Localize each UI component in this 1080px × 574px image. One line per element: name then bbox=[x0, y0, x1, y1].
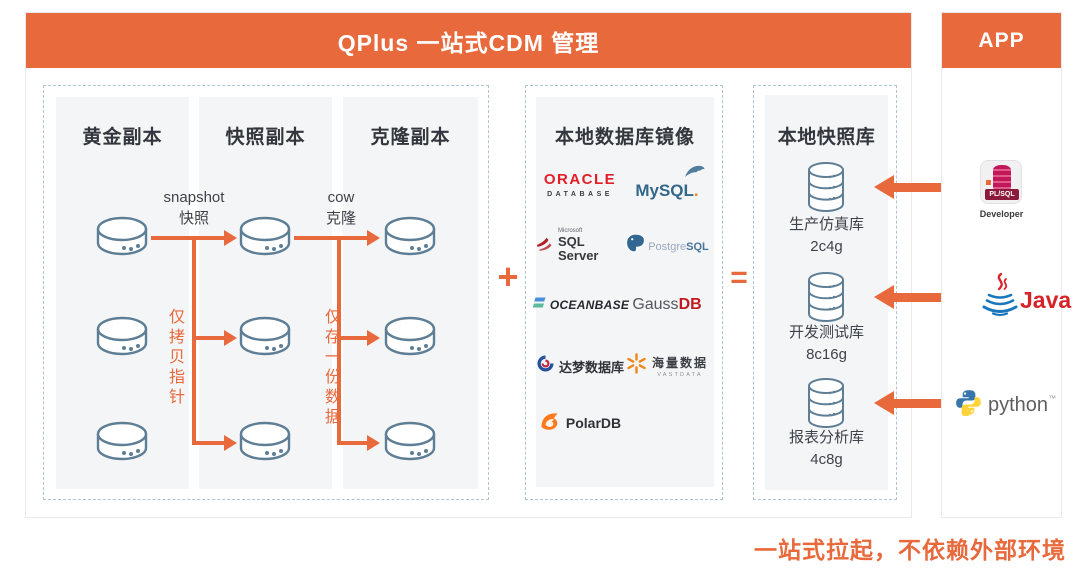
bottom-caption: 一站式拉起，不依赖外部环境 bbox=[754, 537, 1066, 563]
snapshot-lib-box bbox=[753, 85, 897, 500]
app-panel: APP bbox=[941, 12, 1062, 518]
mirror-box bbox=[525, 85, 723, 500]
postgresql-elephant-icon bbox=[625, 233, 646, 259]
lib-spec: 8c16g bbox=[806, 346, 847, 363]
mysql-logo: MySQL. bbox=[622, 160, 712, 204]
python-icon bbox=[955, 389, 982, 421]
database-icon bbox=[236, 214, 294, 267]
mysql-dolphin-icon bbox=[684, 164, 706, 184]
branch-line-clone bbox=[337, 236, 341, 445]
lib-name: 生产仿真库 bbox=[788, 216, 864, 233]
golden-copy-title: 黄金副本 bbox=[82, 127, 163, 148]
lib-name: 开发测试库 bbox=[788, 324, 864, 341]
plsql-developer-label: Developer bbox=[979, 209, 1024, 219]
database-icon bbox=[93, 314, 151, 367]
database-icon bbox=[93, 214, 151, 267]
mirror-title: 本地数据库镜像 bbox=[554, 127, 695, 148]
arrow-branch-clone-2 bbox=[337, 336, 367, 340]
python-label: python™ bbox=[988, 393, 1057, 416]
snapshot-lib-title: 本地快照库 bbox=[777, 127, 876, 148]
arrow-head bbox=[367, 230, 380, 246]
oceanbase-icon bbox=[531, 296, 547, 315]
arrow-head bbox=[224, 330, 237, 346]
vastdata-star-icon bbox=[626, 353, 647, 379]
dameng-swirl-icon bbox=[536, 354, 555, 378]
dameng-logo: 达梦数据库 bbox=[535, 349, 625, 383]
polardb-icon bbox=[539, 410, 561, 437]
note-copy-pointer: 仅拷贝指针 bbox=[166, 308, 183, 408]
plus-operator: + bbox=[497, 256, 519, 297]
arrow-python-to-lib bbox=[893, 399, 955, 408]
plsql-band-label: PL/SQL bbox=[985, 189, 1019, 200]
arrow-head bbox=[224, 435, 237, 451]
arrow-plsql-to-lib bbox=[893, 183, 955, 192]
snapshot-lib-item-3: 报表分析库 4c8g bbox=[765, 427, 888, 471]
sqlserver-icon bbox=[535, 234, 554, 258]
oceanbase-logo: OCEANBASE bbox=[532, 289, 629, 321]
main-header: QPlus 一站式CDM 管理 bbox=[26, 13, 911, 68]
snapshot-copy-title: 快照副本 bbox=[225, 127, 306, 148]
db-stack-icon bbox=[804, 377, 848, 434]
python-logo: python™ bbox=[955, 389, 1056, 421]
branch-line-snapshot bbox=[192, 236, 196, 445]
equals-operator: = bbox=[730, 261, 748, 294]
cow-arrow-label: cow 克隆 bbox=[325, 189, 356, 227]
polardb-logo: PolarDB bbox=[535, 405, 625, 441]
clone-copy-title: 克隆副本 bbox=[370, 127, 451, 148]
mirror-panel bbox=[536, 97, 714, 487]
arrow-head bbox=[874, 285, 894, 309]
app-title: APP bbox=[978, 28, 1025, 52]
db-stack-icon bbox=[804, 161, 848, 218]
lib-spec: 2c4g bbox=[810, 238, 843, 255]
database-icon bbox=[381, 214, 439, 267]
arrow-java-to-lib bbox=[893, 293, 955, 302]
plsql-developer-icon: PL/SQL bbox=[980, 160, 1022, 204]
db-stack-icon bbox=[804, 271, 848, 328]
postgresql-logo: PostgreSQL bbox=[622, 228, 712, 264]
arrow-head bbox=[874, 391, 894, 415]
app-header: APP bbox=[942, 13, 1061, 68]
plsql-square bbox=[986, 180, 991, 185]
main-title: QPlus 一站式CDM 管理 bbox=[337, 29, 600, 56]
lib-spec: 4c8g bbox=[810, 451, 843, 468]
arrow-head bbox=[224, 230, 237, 246]
oracle-logo: ORACLE DATABASE bbox=[543, 170, 617, 198]
java-cup-icon bbox=[982, 272, 1018, 323]
snapshot-lib-item-1: 生产仿真库 2c4g bbox=[765, 214, 888, 258]
arrow-head bbox=[367, 435, 380, 451]
plsql-barrel bbox=[993, 165, 1011, 192]
vastdata-logo: 海量数据 VASTDATA bbox=[622, 349, 712, 383]
java-logo: Java bbox=[982, 272, 1071, 323]
snapshot-lib-item-2: 开发测试库 8c16g bbox=[765, 322, 888, 366]
database-icon bbox=[381, 419, 439, 472]
arrow-golden-to-snapshot bbox=[151, 236, 224, 240]
java-label: Java bbox=[1020, 287, 1072, 313]
database-icon bbox=[236, 314, 294, 367]
arrow-branch-clone-3 bbox=[337, 441, 367, 445]
database-icon bbox=[93, 419, 151, 472]
database-icon bbox=[381, 314, 439, 367]
arrow-branch-snapshot-3 bbox=[192, 441, 224, 445]
sqlserver-logo: Microsoft SQL Server bbox=[535, 228, 625, 264]
arrow-head bbox=[874, 175, 894, 199]
arrow-branch-snapshot-2 bbox=[192, 336, 224, 340]
database-icon bbox=[236, 419, 294, 472]
lib-name: 报表分析库 bbox=[788, 429, 864, 446]
snapshot-arrow-label: snapshot 快照 bbox=[163, 189, 225, 227]
arrow-head bbox=[367, 330, 380, 346]
arrow-snapshot-to-clone bbox=[294, 236, 367, 240]
note-single-data: 仅存一份数据 bbox=[322, 308, 339, 428]
copies-box bbox=[43, 85, 489, 500]
